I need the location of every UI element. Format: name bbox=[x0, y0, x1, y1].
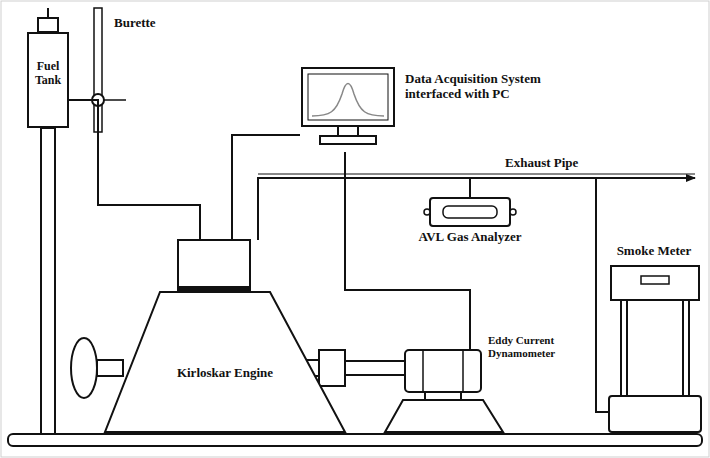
head-gasket bbox=[178, 286, 250, 290]
exhaust-pipe bbox=[596, 177, 695, 179]
monitor-display bbox=[308, 74, 388, 120]
waveform bbox=[312, 84, 384, 117]
pipe-connector bbox=[345, 152, 470, 350]
analyzer-body bbox=[430, 198, 510, 226]
part-label: Exhaust Pipe bbox=[503, 156, 580, 171]
node-label: Smoke Meter bbox=[605, 244, 703, 259]
engine-outline bbox=[100, 238, 350, 434]
node-label: Kirloskar Engine bbox=[155, 366, 295, 381]
valve-handle bbox=[102, 99, 126, 101]
drive-shaft bbox=[345, 361, 405, 375]
monitor-screen bbox=[302, 68, 394, 126]
smoke-meter-leg bbox=[621, 300, 627, 396]
flywheel-shaft bbox=[97, 360, 123, 376]
fuel-tank: Fuel Tank bbox=[27, 32, 69, 128]
analyzer-display bbox=[443, 206, 497, 218]
data-acquisition-pc: Data Acquisition System interfaced with … bbox=[300, 66, 600, 152]
dynamometer-pedestal bbox=[425, 392, 461, 400]
test-bed bbox=[8, 434, 702, 446]
analyzer-port bbox=[510, 209, 516, 215]
smoke-meter-base bbox=[609, 396, 701, 432]
engine-block bbox=[105, 292, 345, 432]
coupling bbox=[319, 350, 345, 386]
gas-analyzer: AVL Gas Analyzer bbox=[405, 198, 537, 260]
monitor-base bbox=[320, 136, 376, 144]
node-label: Eddy Current Dynamometer bbox=[488, 334, 568, 359]
cylinder-head bbox=[178, 240, 250, 290]
pipe-connector bbox=[69, 100, 200, 240]
analyzer-port bbox=[424, 209, 430, 215]
pipe-connector bbox=[232, 135, 300, 240]
smoke-meter-leg bbox=[683, 300, 689, 396]
exhaust-pipe-wall bbox=[258, 174, 695, 175]
dynamometer-drum bbox=[405, 350, 481, 392]
tank-stand bbox=[41, 128, 55, 434]
gas-analyzer-outline bbox=[405, 198, 537, 260]
dynamometer-base bbox=[385, 400, 503, 432]
engine: Kirloskar Engine bbox=[100, 238, 350, 434]
drum-ring bbox=[462, 350, 464, 392]
smoke-meter-panel bbox=[611, 266, 699, 300]
tank-cap bbox=[38, 18, 58, 32]
tank-vent bbox=[47, 8, 49, 18]
part-label: Burette bbox=[112, 16, 158, 31]
drum-ring bbox=[422, 350, 424, 392]
eddy-current-dynamometer: Eddy Current Dynamometer bbox=[385, 330, 570, 434]
node-label: AVL Gas Analyzer bbox=[405, 230, 535, 245]
flywheel bbox=[71, 338, 97, 398]
smoke-meter: Smoke Meter bbox=[605, 244, 705, 434]
smoke-meter-display bbox=[641, 276, 669, 284]
monitor-stand bbox=[338, 126, 358, 136]
node-label: Fuel Tank bbox=[29, 60, 67, 88]
node-label: Data Acquisition System interfaced with … bbox=[405, 72, 595, 102]
smoke-meter-outline bbox=[605, 244, 705, 434]
